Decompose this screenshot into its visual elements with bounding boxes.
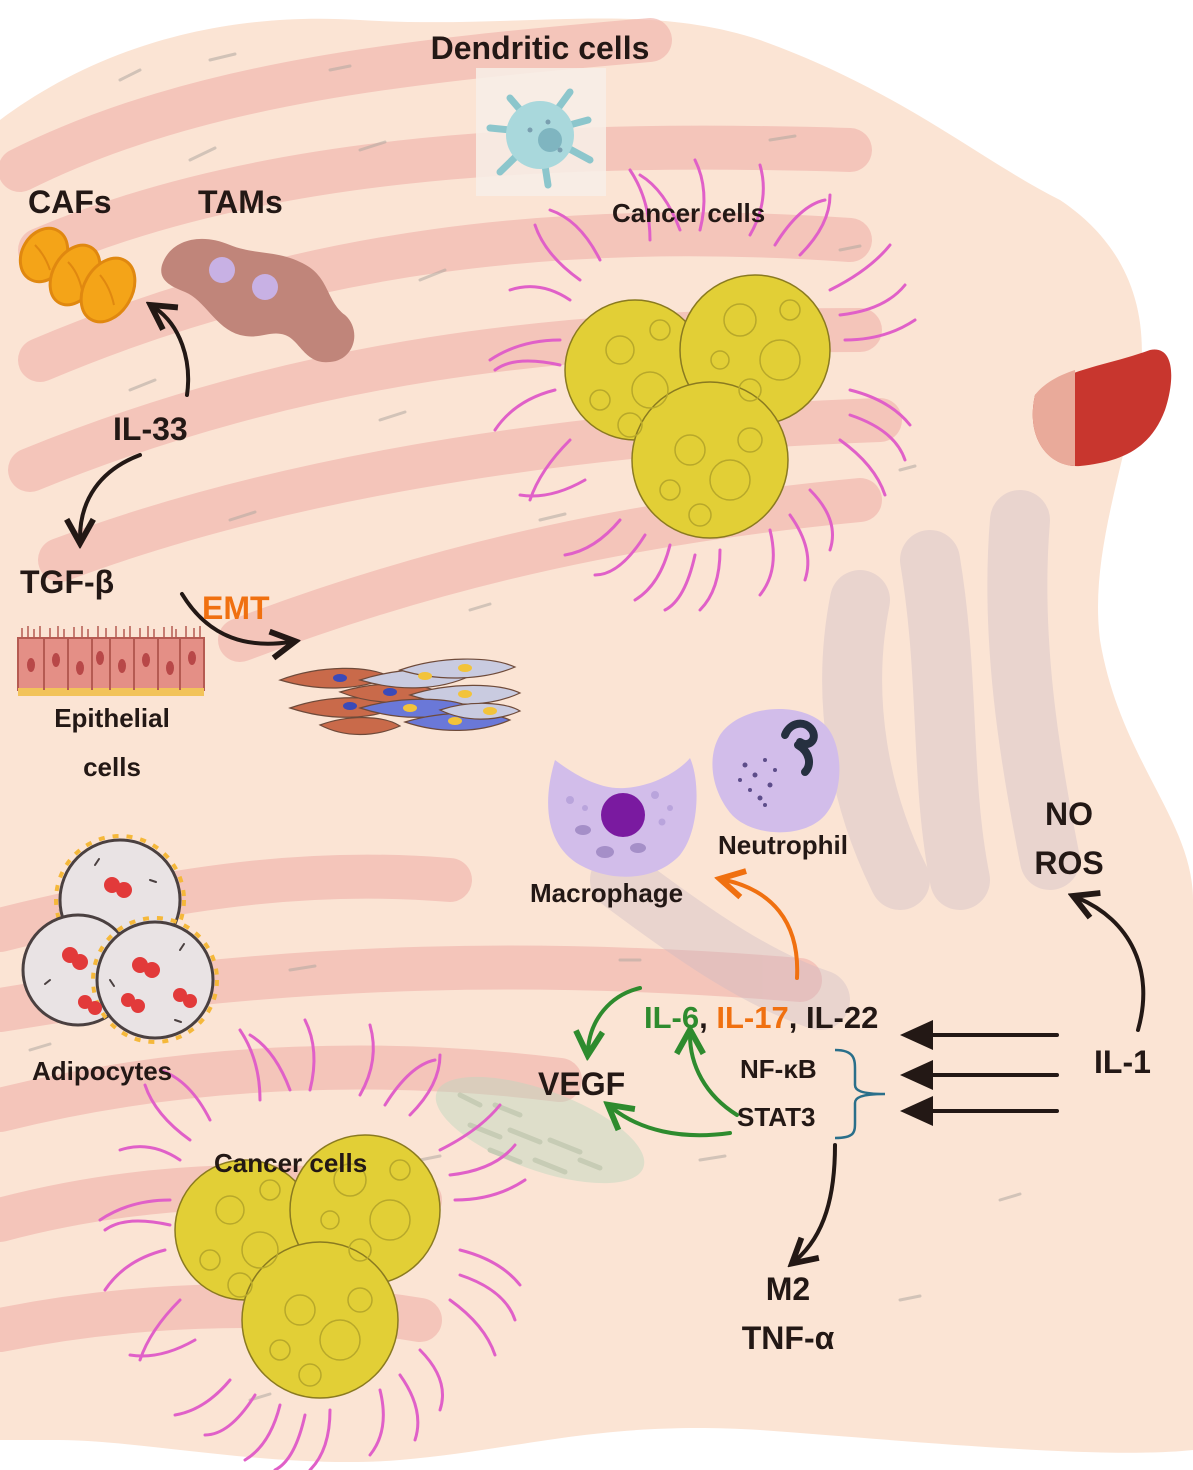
red-blood-cell-icon [1032, 349, 1172, 467]
mesenchymal-cells-icon [278, 658, 522, 736]
macrophage-icon [548, 758, 697, 877]
label-cafs: CAFs [28, 184, 112, 220]
arrow-stat3-to-vegf [612, 1108, 732, 1138]
label-tgfb: TGF-β [20, 564, 115, 600]
label-adipocytes: Adipocytes [32, 1056, 173, 1086]
adipocyte-icon [21, 834, 219, 1044]
label-sep1: , [699, 1000, 717, 1035]
label-emt: EMT [202, 590, 270, 626]
label-sep2: , [788, 1000, 806, 1035]
caf-icon [18, 226, 137, 324]
label-dendritic-cells: Dendritic cells [430, 30, 650, 66]
mitochondrion-icon [435, 1076, 645, 1184]
arrow-il33-to-tgfb [80, 453, 142, 538]
background-watermark [590, 490, 1080, 1030]
label-ros: ROS [1034, 845, 1104, 881]
dendritic-cell-icon [476, 68, 606, 196]
arrow-il1-to-no-ros [1078, 898, 1146, 1032]
label-no: NO [1045, 796, 1093, 832]
tissue-dashes [28, 52, 1022, 1402]
arrow-stat3-to-il6 [690, 1035, 739, 1117]
label-cancer-cells-top: Cancer cells [612, 198, 766, 228]
tam-icon [161, 238, 355, 363]
label-stat3: STAT3 [737, 1102, 816, 1132]
label-il22: IL-22 [805, 1000, 879, 1035]
label-il33: IL-33 [113, 411, 188, 447]
label-m2: M2 [765, 1271, 811, 1307]
arrow-stat3-to-m2 [796, 1143, 837, 1260]
label-nfkb: NF-κB [740, 1054, 817, 1084]
label-vegf: VEGF [538, 1066, 626, 1102]
label-il17: IL-17 [716, 1000, 789, 1035]
cytokine-line: IL-6, IL-17, IL-22 [644, 1002, 878, 1033]
label-il1: IL-1 [1094, 1044, 1151, 1080]
label-epithelial-cells: cells [83, 752, 141, 782]
label-cancer-cells-bottom: Cancer cells [214, 1148, 368, 1178]
neutrophil-icon [712, 708, 840, 833]
label-neutrophil: Neutrophil [718, 830, 848, 860]
label-tnfa: TNF-α [741, 1320, 835, 1356]
arrow-to-macrophage [725, 880, 800, 980]
arrows [80, 308, 1146, 1260]
label-macrophage: Macrophage [530, 878, 684, 908]
arrow-emt [180, 592, 290, 644]
label-tams: TAMs [198, 184, 283, 220]
nfkb-stat3-bracket [834, 1048, 886, 1140]
arrow-il33-to-cafs-tams [155, 308, 191, 397]
label-epithelial: Epithelial [54, 703, 170, 733]
epithelial-cells-icon [17, 626, 205, 696]
label-il6: IL-6 [644, 1000, 700, 1035]
arrow-il6-to-vegf [588, 986, 642, 1050]
